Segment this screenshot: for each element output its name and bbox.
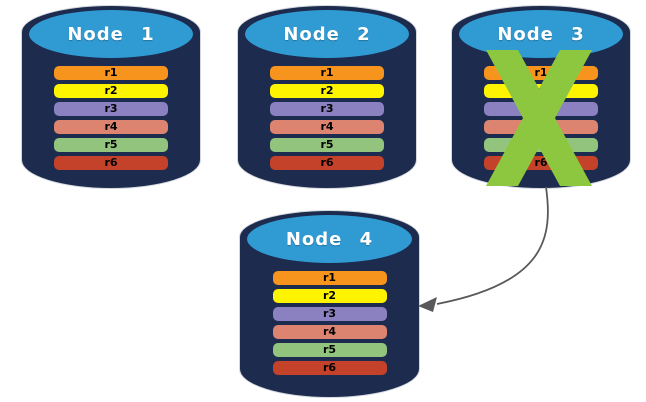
replica-rows: r1 r2 r3 r4 r5 r6 [272,271,387,379]
row-r3: r3 [272,307,387,321]
row-r6: r6 [484,156,598,170]
row-r1: r1 [270,66,384,80]
row-r1: r1 [54,66,168,80]
row-r5: r5 [270,138,384,152]
arrowhead-icon [418,297,437,312]
row-r1: r1 [272,271,387,285]
node-4: Node 4 r1 r2 r3 r4 r5 r6 [240,211,419,397]
node-title: Node 4 [285,228,374,250]
row-r2: r2 [484,84,598,98]
node-title: Node 2 [283,23,371,45]
cylinder-top: Node 3 [459,10,623,58]
cylinder-top: Node 2 [245,10,409,58]
node-3: Node 3 r1 r2 r3 r4 r5 r6 [452,6,630,188]
row-r6: r6 [272,361,387,375]
node-1: Node 1 r1 r2 r3 r4 r5 r6 [22,6,200,188]
row-r3: r3 [270,102,384,116]
node-2: Node 2 r1 r2 r3 r4 r5 r6 [238,6,416,188]
node-title: Node 1 [67,23,155,45]
node-title: Node 3 [497,23,585,45]
replica-rows: r1 r2 r3 r4 r5 r6 [270,66,384,174]
row-r5: r5 [484,138,598,152]
row-r2: r2 [270,84,384,98]
arrow-curve [436,186,549,305]
row-r5: r5 [54,138,168,152]
row-r4: r4 [484,120,598,134]
row-r3: r3 [54,102,168,116]
row-r6: r6 [270,156,384,170]
replica-rows: r1 r2 r3 r4 r5 r6 [484,66,598,174]
row-r2: r2 [272,289,387,303]
replica-rows: r1 r2 r3 r4 r5 r6 [54,66,168,174]
row-r4: r4 [54,120,168,134]
row-r4: r4 [270,120,384,134]
row-r5: r5 [272,343,387,357]
row-r3: r3 [484,102,598,116]
cylinder-top: Node 1 [29,10,193,58]
row-r1: r1 [484,66,598,80]
row-r4: r4 [272,325,387,339]
cylinder-top: Node 4 [247,215,412,263]
row-r6: r6 [54,156,168,170]
row-r2: r2 [54,84,168,98]
